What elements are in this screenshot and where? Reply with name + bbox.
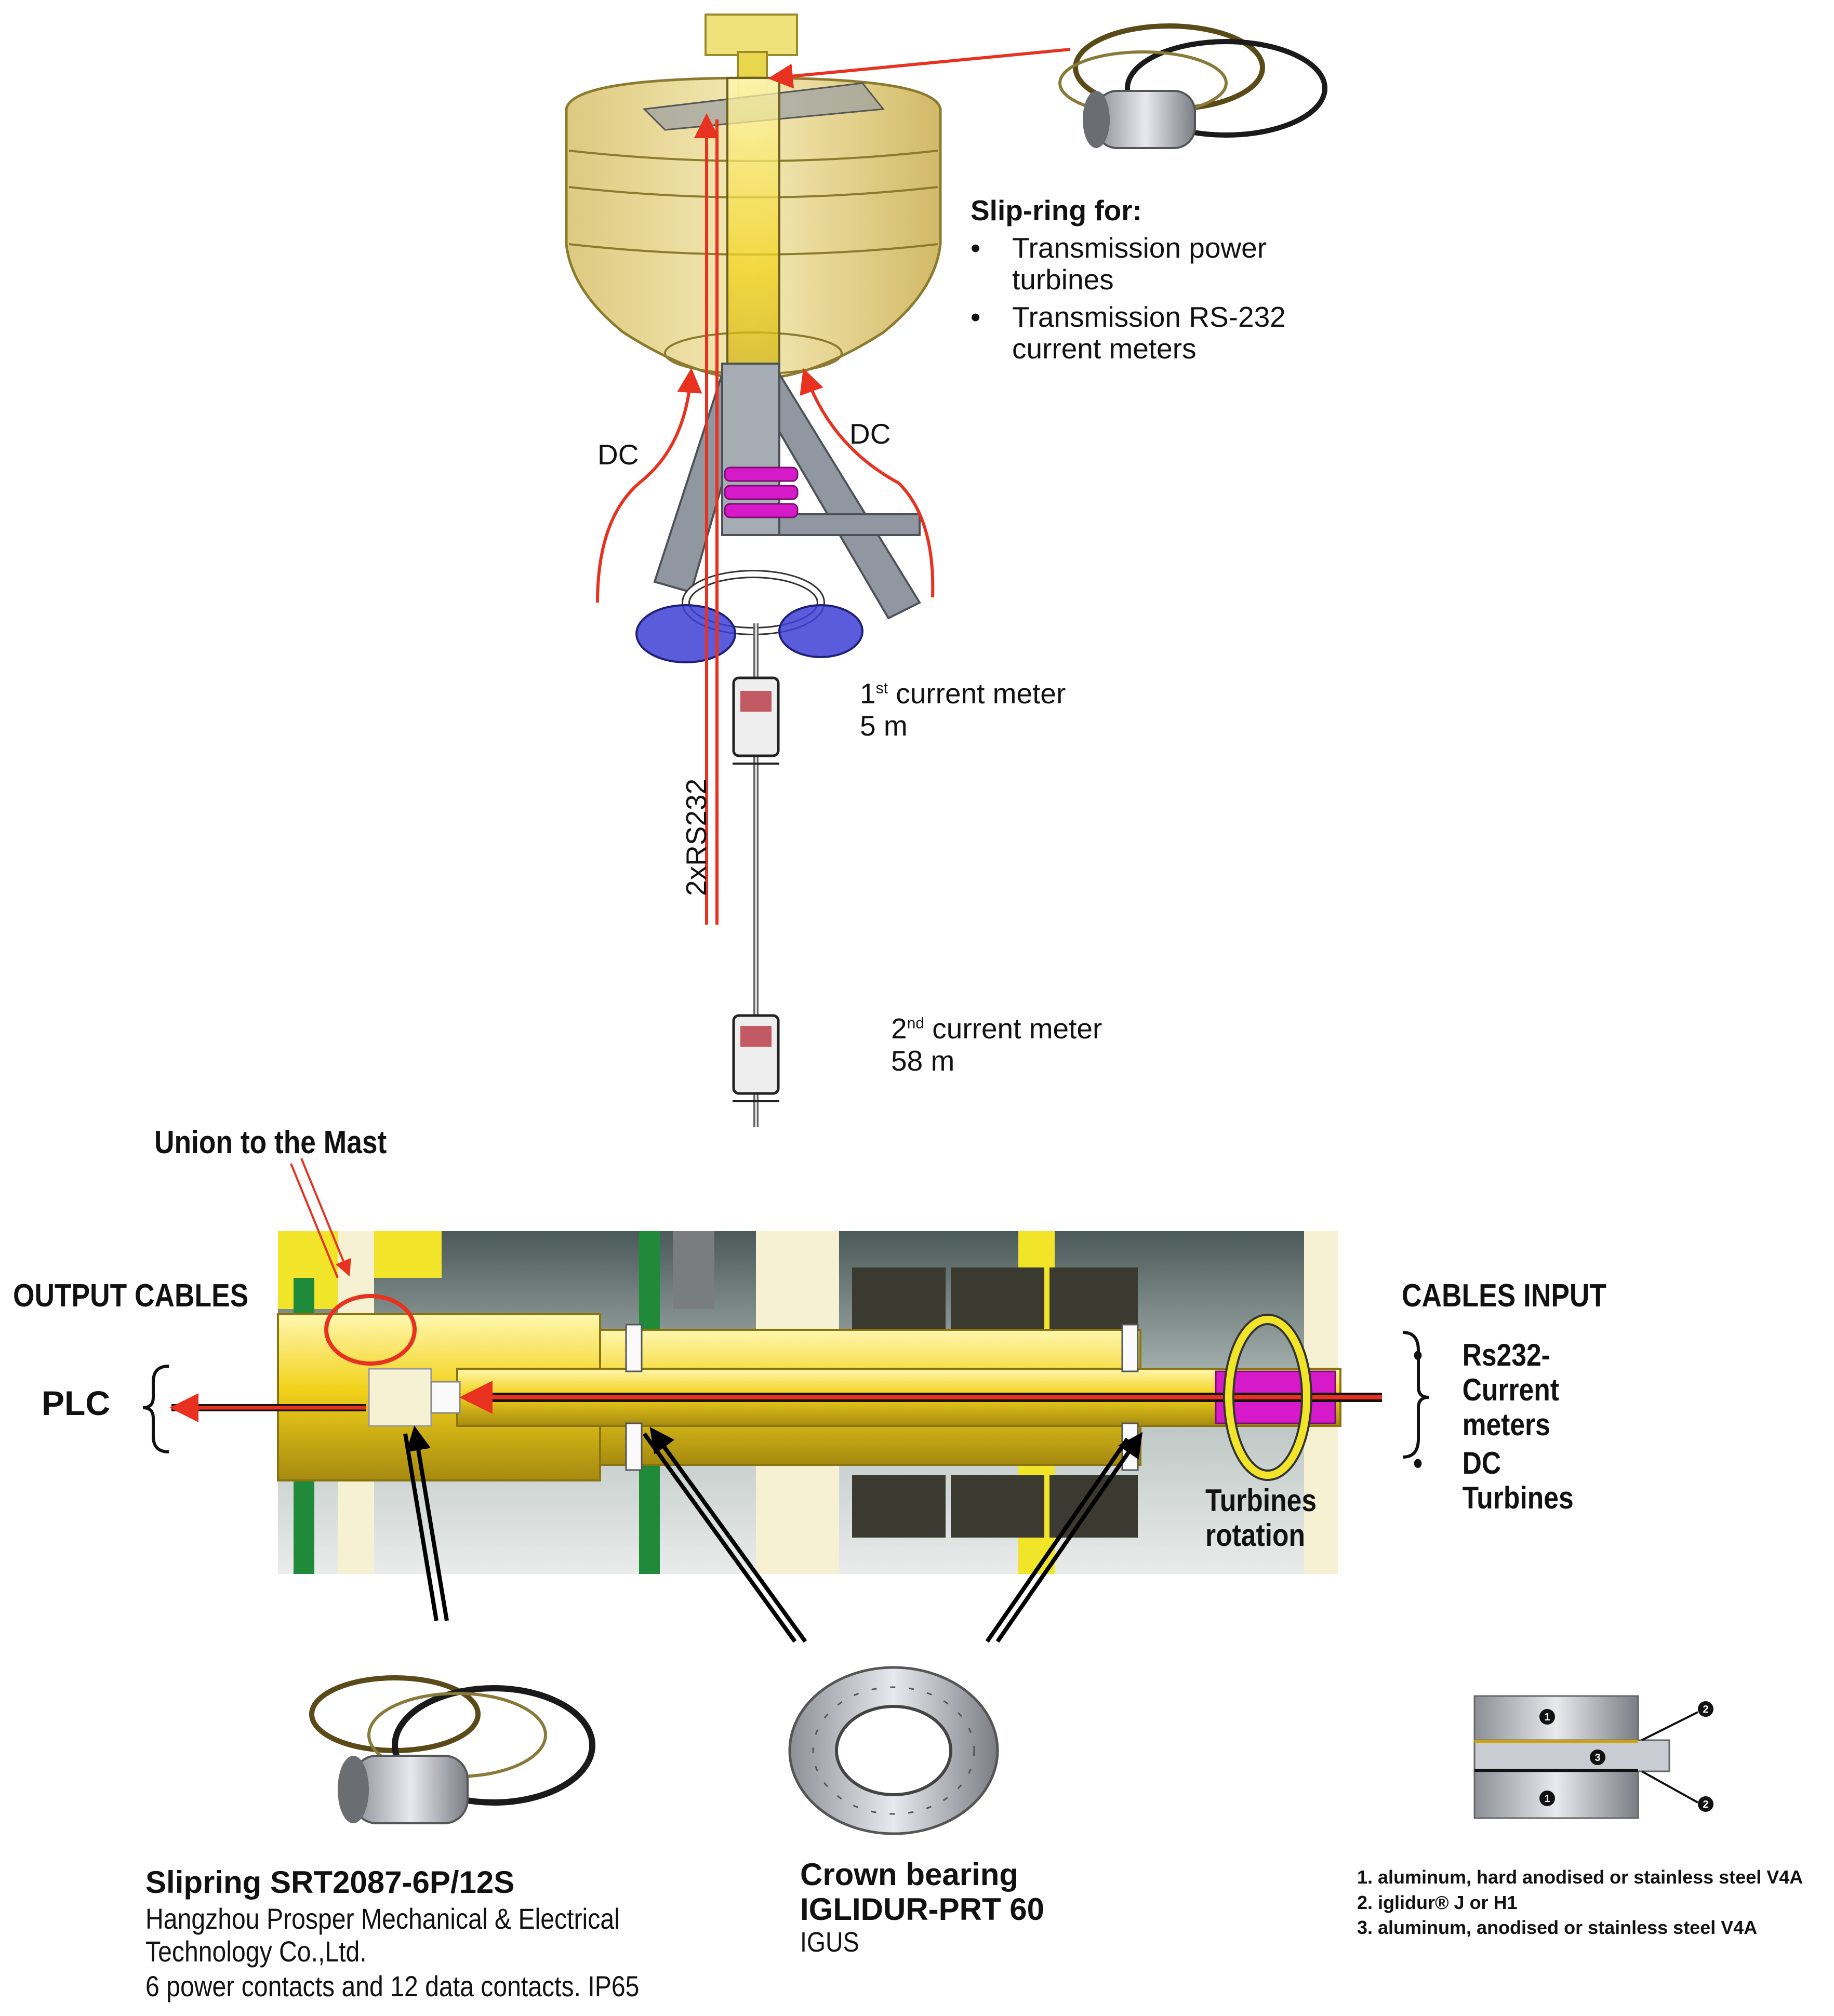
- callout-3: 3: [1594, 1752, 1600, 1764]
- slipring-caption-specs: 6 power contacts and 12 data contacts. I…: [145, 1969, 640, 2002]
- brace-plc: [142, 1365, 169, 1453]
- meter2-number: 2: [891, 1012, 907, 1045]
- meter1-depth: 5 m: [860, 709, 908, 742]
- meter2-depth: 58 m: [891, 1044, 955, 1077]
- meter2-label: 2nd current meter 58 m: [891, 1012, 1102, 1077]
- turbines: [635, 604, 863, 663]
- input-item-dc: DC Turbines: [1413, 1446, 1605, 1515]
- current-meter-2: [732, 1014, 780, 1102]
- dc-label-left: DC: [597, 438, 639, 471]
- bearing-caption: Crown bearing IGLIDUR-PRT 60 IGUS: [800, 1857, 1044, 1958]
- material-item-1: 1. aluminum, hard anodised or stainless …: [1357, 1866, 1803, 1888]
- slipring-photo-bottom: [309, 1675, 595, 1824]
- slipring-caption-maker: Hangzhou Prosper Mechanical & Electrical…: [145, 1902, 620, 1968]
- slipring-heading: Slip-ring for:: [971, 194, 1142, 226]
- dc-label-right: DC: [849, 418, 891, 450]
- slipring-photo-top: [1058, 23, 1327, 149]
- callout-1-lower: 1: [1544, 1793, 1550, 1805]
- buoy-illustration: [565, 14, 942, 1127]
- meter1-ordinal: st: [875, 679, 888, 697]
- union-label: Union to the Mast: [154, 1125, 387, 1160]
- callout-1-upper: 1: [1544, 1712, 1550, 1723]
- meter1-number: 1: [860, 677, 876, 710]
- cables-input-label: CABLES INPUT: [1402, 1278, 1607, 1314]
- bearing-caption-title1: Crown bearing: [800, 1857, 1019, 1892]
- meter2-text: current meter: [924, 1012, 1102, 1045]
- plc-label: PLC: [42, 1384, 110, 1422]
- union-marker: [290, 1158, 417, 1366]
- materials-list: 1. aluminum, hard anodised or stainless …: [1357, 1865, 1803, 1941]
- material-item-2: 2. iglidur® J or H1: [1357, 1891, 1518, 1913]
- pointer-arrows: [403, 1425, 1143, 1643]
- material-item-3: 3. aluminum, anodised or stainless steel…: [1357, 1917, 1758, 1939]
- cross-section: [169, 1231, 1382, 1574]
- bearing-caption-maker: IGUS: [800, 1927, 859, 1958]
- output-cables-label: OUTPUT CABLES: [13, 1278, 249, 1314]
- current-meter-1: [732, 676, 780, 765]
- callout-2-lower: 2: [1703, 1799, 1708, 1810]
- slipring-caption: Slipring SRT2087-6P/12S Hangzhou Prosper…: [145, 1865, 785, 2002]
- slipring-caption-title: Slipring SRT2087-6P/12S: [145, 1865, 515, 1900]
- callout-2-upper: 2: [1703, 1704, 1708, 1715]
- meter2-ordinal: nd: [907, 1014, 924, 1032]
- magenta-coil: [724, 466, 799, 518]
- turbines-rotation-arrows: [1223, 1314, 1312, 1481]
- slipring-item-power: Transmission power turbines: [971, 232, 1303, 296]
- meter1-label: 1st current meter 5 m: [860, 677, 1066, 742]
- bearing-caption-title2: IGLIDUR-PRT 60: [800, 1892, 1045, 1927]
- turbines-rotation-label: Turbines rotation: [1205, 1483, 1317, 1553]
- input-item-rs232: Rs232-Current meters: [1413, 1338, 1605, 1443]
- slipring-item-rs232: Transmission RS-232 current meters: [971, 301, 1303, 365]
- meter1-text: current meter: [887, 677, 1066, 710]
- rs232-label: 2xRS232: [680, 778, 712, 896]
- slipring-label-block: Slip-ring for: Transmission power turbin…: [971, 194, 1303, 365]
- materials-detail: [1473, 1695, 1713, 1819]
- signal-arrows-top: [596, 48, 1071, 925]
- cables-input-list: Rs232-Current meters DC Turbines: [1413, 1338, 1605, 1515]
- crown-bearing-photo: [788, 1666, 999, 1835]
